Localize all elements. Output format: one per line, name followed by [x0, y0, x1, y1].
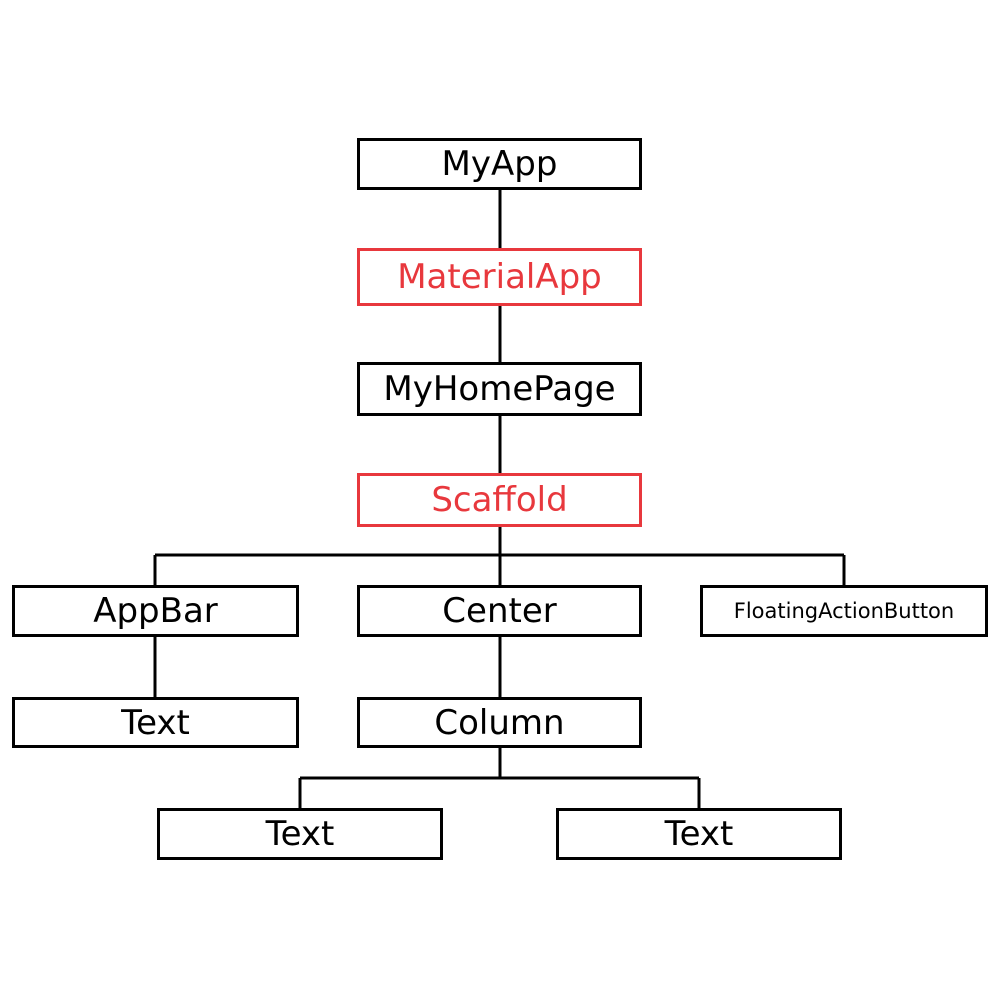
node-center: Center: [357, 585, 642, 637]
node-appbar: AppBar: [12, 585, 299, 637]
node-column-text-right: Text: [556, 808, 842, 860]
node-materialapp: MaterialApp: [357, 248, 642, 306]
node-floating-action-button: FloatingActionButton: [700, 585, 988, 637]
node-column: Column: [357, 697, 642, 748]
node-myhomepage: MyHomePage: [357, 362, 642, 416]
node-column-text-left: Text: [157, 808, 443, 860]
node-myapp: MyApp: [357, 138, 642, 190]
node-appbar-text: Text: [12, 697, 299, 748]
node-scaffold: Scaffold: [357, 473, 642, 527]
